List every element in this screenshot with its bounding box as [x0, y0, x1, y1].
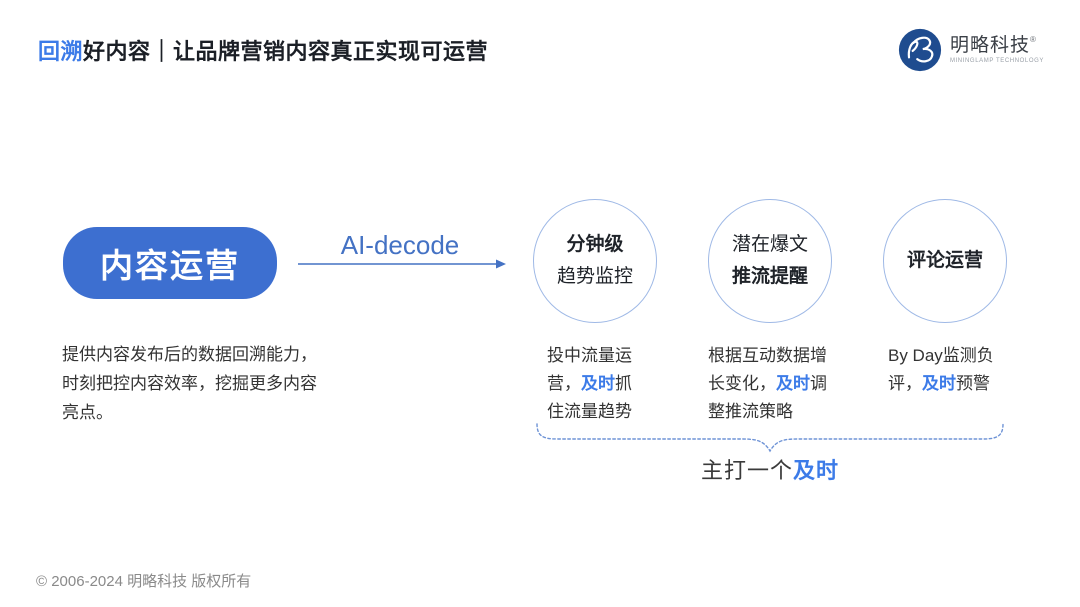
content-operation-description: 提供内容发布后的数据回溯能力，时刻把控内容效率，挖掘更多内容亮点。 [62, 345, 317, 423]
page-title-rest: 好内容｜让品牌营销内容真正实现可运营 [83, 39, 489, 64]
minglamp-logo-icon [898, 28, 942, 72]
timely-highlight: 及时 [793, 458, 840, 483]
takeaway-text: 主打一个及时 [700, 458, 840, 483]
node-subtitle: 趋势监控 [556, 266, 633, 287]
node-caption: 投中流量运营，及时抓住流量趋势 [547, 346, 632, 422]
page-title: 回溯好内容｜让品牌营销内容真正实现可运营 [38, 34, 488, 66]
company-logo: 明略科技® MININGLAMP TECHNOLOGY [898, 28, 1044, 72]
registered-mark: ® [1029, 34, 1037, 44]
content-operation-label: 内容运营 [100, 247, 240, 284]
timely-highlight: 及时 [581, 374, 615, 394]
logo-text: 明略科技® MININGLAMP TECHNOLOGY [949, 34, 1044, 65]
node-hot-article-push: 潜在爆文 推流提醒 [708, 199, 832, 323]
flow-arrow-icon [298, 259, 506, 269]
node-minute-trend: 分钟级 趋势监控 [533, 199, 657, 323]
timely-highlight: 及时 [922, 374, 956, 394]
node-caption: 根据互动数据增长变化，及时调整推流策略 [708, 346, 827, 422]
node-title: 分钟级 [566, 233, 624, 255]
node-caption: By Day监测负评，及时预警 [888, 346, 994, 394]
copyright-text: © 2006-2024 明略科技 版权所有 [36, 573, 252, 590]
timely-highlight: 及时 [776, 374, 810, 394]
logo-subtitle: MININGLAMP TECHNOLOGY [949, 58, 1044, 65]
page-title-highlight: 回溯 [38, 39, 84, 64]
logo-name: 明略科技® [949, 34, 1037, 56]
node-subtitle: 推流提醒 [731, 266, 808, 287]
node-title: 评论运营 [906, 249, 983, 271]
arrow-label: AI-decode [340, 230, 460, 260]
underbrace-icon [536, 423, 1004, 453]
content-operation-pill: 内容运营 [63, 227, 277, 299]
node-title: 潜在爆文 [731, 233, 808, 255]
node-comment-operation: 评论运营 [883, 199, 1007, 323]
